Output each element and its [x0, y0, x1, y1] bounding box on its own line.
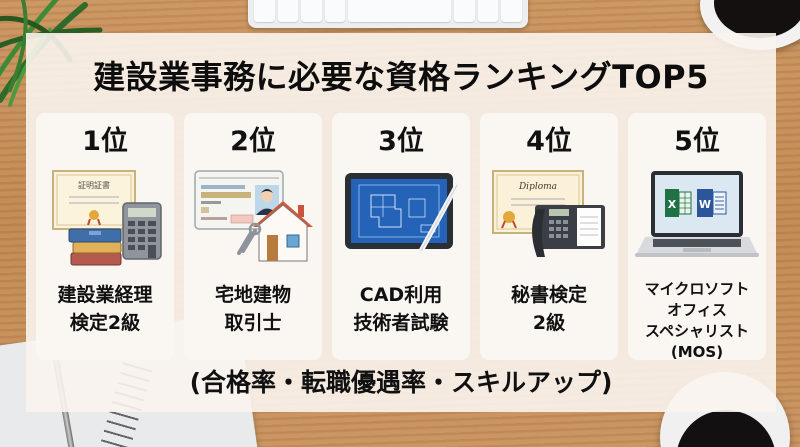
- ranking-criteria-subtitle: (合格率・転職優遇率・スキルアップ): [189, 368, 613, 397]
- ranking-card-5: 5位 X W: [628, 113, 766, 361]
- ranking-card-2: 2位: [184, 113, 322, 360]
- laptop-excel-word-icon: X W: [635, 165, 759, 269]
- rank-label: 5位: [674, 126, 720, 157]
- svg-text:W: W: [699, 198, 711, 211]
- rank-label: 3位: [378, 126, 424, 157]
- blueprint-tablet-pen-icon: [339, 165, 463, 269]
- ranking-cards: 1位 証明証書: [36, 113, 766, 361]
- page-title: 建設業事務に必要な資格ランキングTOP5: [93, 58, 709, 96]
- svg-text:証明証書: 証明証書: [78, 180, 110, 190]
- qualification-name: 宅地建物 取引士: [214, 284, 291, 334]
- certificate-calculator-books-icon: 証明証書: [43, 165, 167, 269]
- qualification-name: マイクロソフト オフィス スペシャリスト (MOS): [644, 280, 750, 361]
- qualification-name: 建設業経理 検定2級: [57, 284, 153, 334]
- keyboard-decoration: [248, 0, 528, 28]
- qualification-name: 秘書検定 2級: [510, 284, 587, 334]
- diploma-telephone-icon: Diploma: [487, 165, 611, 269]
- rank-label: 1位: [82, 126, 128, 157]
- svg-text:X: X: [668, 198, 677, 211]
- rank-label: 4位: [526, 126, 572, 157]
- ranking-card-4: 4位 Diploma: [480, 113, 618, 360]
- svg-text:Diploma: Diploma: [518, 182, 557, 192]
- qualification-name: CAD利用 技術者試験: [353, 284, 449, 334]
- ranking-card-1: 1位 証明証書: [36, 113, 174, 360]
- ranking-card-3: 3位 CAD利用 技術者試験: [332, 113, 470, 360]
- license-card-house-keys-icon: [191, 165, 315, 269]
- rank-label: 2位: [230, 126, 276, 157]
- ranking-panel: 建設業事務に必要な資格ランキングTOP5 1位 証明証書: [26, 33, 776, 412]
